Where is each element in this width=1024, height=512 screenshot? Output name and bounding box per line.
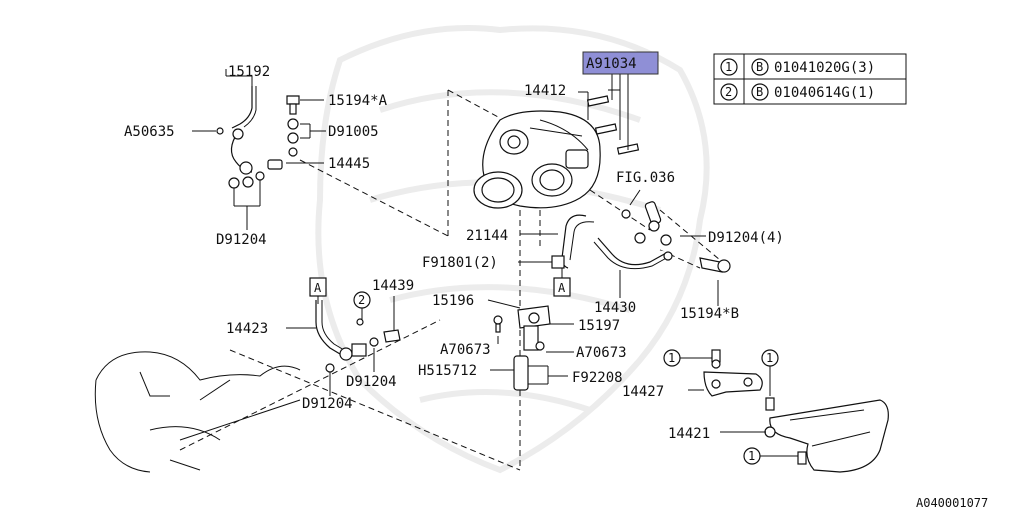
part-labels: 15192 15194*A A50635 D91005 14445 D91204…: [124, 56, 988, 510]
box-marker-a-upper: A: [309, 277, 327, 297]
label-14421[interactable]: 14421: [668, 426, 710, 442]
label-14430[interactable]: 14430: [594, 300, 636, 316]
bracket-leaders: [680, 357, 798, 457]
label-f91801[interactable]: F91801(2): [422, 255, 498, 271]
svg-text:01041020G(3): 01041020G(3): [774, 60, 875, 76]
svg-text:1: 1: [748, 449, 755, 463]
turbocharger: [473, 95, 640, 209]
label-d91204-left[interactable]: D91204: [216, 232, 267, 248]
assembly-dashed-lines: [179, 89, 721, 471]
label-d91204-4[interactable]: D91204(4): [708, 230, 784, 246]
label-14445[interactable]: 14445: [328, 156, 370, 172]
right-leaders: [518, 189, 719, 306]
label-a70673-a[interactable]: A70673: [440, 342, 491, 358]
label-a70673-b[interactable]: A70673: [576, 345, 627, 361]
figure-id: A040001077: [916, 496, 988, 510]
middle-leaders: [487, 299, 574, 385]
turbo-bracket-lower: [764, 399, 889, 473]
upper-left-leaders: [192, 69, 326, 230]
svg-text:1: 1: [725, 60, 732, 74]
engine-block-outline: [94, 351, 301, 473]
label-d91005[interactable]: D91005: [328, 124, 379, 140]
oil-return-hose: [551, 201, 731, 273]
label-d91204-low[interactable]: D91204: [302, 396, 353, 412]
oil-drain-assembly: [493, 305, 551, 391]
svg-text:A: A: [314, 281, 322, 295]
turbo-bracket-upper: [703, 349, 775, 411]
label-d91204-mid[interactable]: D91204: [346, 374, 397, 390]
svg-text:2: 2: [358, 293, 365, 307]
label-a91034[interactable]: A91034: [586, 56, 637, 72]
oil-pipe-assembly: [216, 86, 300, 189]
circle-marker-1c: 1: [743, 447, 761, 465]
label-14412[interactable]: 14412: [524, 83, 566, 99]
label-14423[interactable]: 14423: [226, 321, 268, 337]
svg-text:01040614G(1): 01040614G(1): [774, 85, 875, 101]
box-marker-a-lower: A: [553, 277, 571, 297]
svg-text:2: 2: [725, 85, 732, 99]
label-15194a[interactable]: 15194*A: [328, 93, 388, 109]
legend-row-2: 2 B 01040614G(1): [720, 83, 875, 101]
legend-row-1: 1 B 01041020G(3): [720, 58, 875, 76]
label-15197[interactable]: 15197: [578, 318, 620, 334]
lower-left-leaders: [286, 296, 395, 396]
label-14427[interactable]: 14427: [622, 384, 664, 400]
circle-marker-1b: 1: [761, 349, 779, 367]
svg-text:A: A: [558, 281, 566, 295]
label-15194b[interactable]: 15194*B: [680, 306, 739, 322]
reference-markers: A A 2 1 1 1: [309, 277, 779, 465]
circle-marker-1a: 1: [663, 349, 681, 367]
label-14439[interactable]: 14439: [372, 278, 414, 294]
bolt-legend-table: 1 B 01041020G(3) 2 B 01040614G(1): [713, 53, 907, 105]
part-a91034-highlight[interactable]: [582, 51, 659, 75]
svg-text:1: 1: [766, 351, 773, 365]
label-15192[interactable]: 15192: [228, 64, 270, 80]
oil-feed-pipe-lower: [315, 300, 401, 373]
svg-text:B: B: [756, 60, 763, 74]
label-h515712[interactable]: H515712: [418, 363, 477, 379]
label-f92208[interactable]: F92208: [572, 370, 623, 386]
svg-text:1: 1: [668, 351, 675, 365]
label-15196[interactable]: 15196: [432, 293, 474, 309]
label-a50635[interactable]: A50635: [124, 124, 175, 140]
svg-text:B: B: [756, 85, 763, 99]
circle-marker-2: 2: [353, 291, 371, 309]
label-21144[interactable]: 21144: [466, 228, 508, 244]
label-fig036[interactable]: FIG.036: [616, 170, 675, 186]
turbo-leaders: [578, 73, 629, 150]
